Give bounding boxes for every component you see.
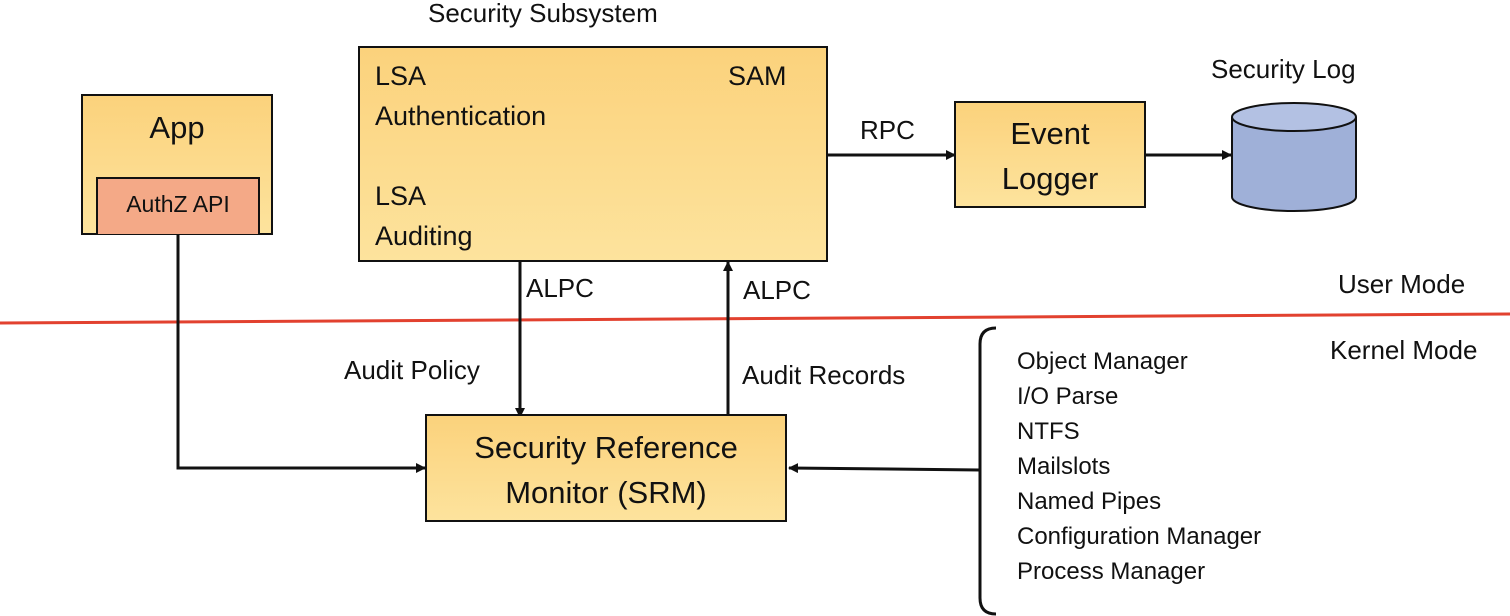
- app-title: App: [149, 110, 205, 145]
- user-mode-label: User Mode: [1338, 269, 1466, 299]
- kernel-component-item: NTFS: [1017, 418, 1080, 445]
- kernel-component-item: Object Manager: [1017, 348, 1188, 375]
- kernel-mode-label: Kernel Mode: [1330, 335, 1478, 365]
- authz-api-label: AuthZ API: [126, 191, 230, 217]
- kernel-component-item: Process Manager: [1017, 558, 1206, 585]
- event-logger-label-2: Logger: [1001, 161, 1099, 196]
- kernel-component-item: Named Pipes: [1017, 488, 1162, 515]
- authz-api-box: AuthZ API: [96, 177, 260, 234]
- security-subsystem-box: LSA Authentication SAM LSA Auditing: [358, 46, 828, 262]
- security-log-cylinder: [1231, 102, 1357, 212]
- alpc-down-label: ALPC: [526, 273, 594, 303]
- sam-label: SAM: [728, 61, 787, 91]
- srm-label-2: Monitor (SRM): [505, 475, 707, 510]
- audit-policy-label: Audit Policy: [344, 355, 480, 385]
- event-logger-label-1: Event: [1010, 116, 1090, 151]
- components-bracket: [978, 326, 997, 616]
- kernel-component-item: I/O Parse: [1017, 383, 1119, 410]
- event-logger-box: Event Logger: [954, 101, 1146, 208]
- lsa-auditing-label-2: Auditing: [375, 221, 473, 251]
- components-to-srm-arrow: [788, 463, 981, 474]
- srm-box: Security Reference Monitor (SRM): [425, 414, 787, 522]
- security-log-label: Security Log: [1211, 54, 1356, 84]
- mode-divider-line: [0, 312, 1510, 325]
- security-subsystem-title: Security Subsystem: [428, 0, 658, 28]
- kernel-component-item: Configuration Manager: [1017, 523, 1262, 550]
- kernel-component-item: Mailslots: [1017, 453, 1111, 480]
- alpc-up-label: ALPC: [743, 275, 811, 305]
- lsa-auditing-label-1: LSA: [375, 181, 427, 211]
- rpc-label: RPC: [860, 115, 915, 145]
- srm-label-1: Security Reference: [474, 430, 738, 465]
- lsa-authentication-label-2: Authentication: [375, 101, 547, 131]
- audit-records-label: Audit Records: [742, 360, 906, 390]
- app-box: App AuthZ API: [81, 94, 273, 235]
- app-to-srm-arrow: [176, 235, 426, 473]
- lsa-authentication-label-1: LSA: [375, 61, 427, 91]
